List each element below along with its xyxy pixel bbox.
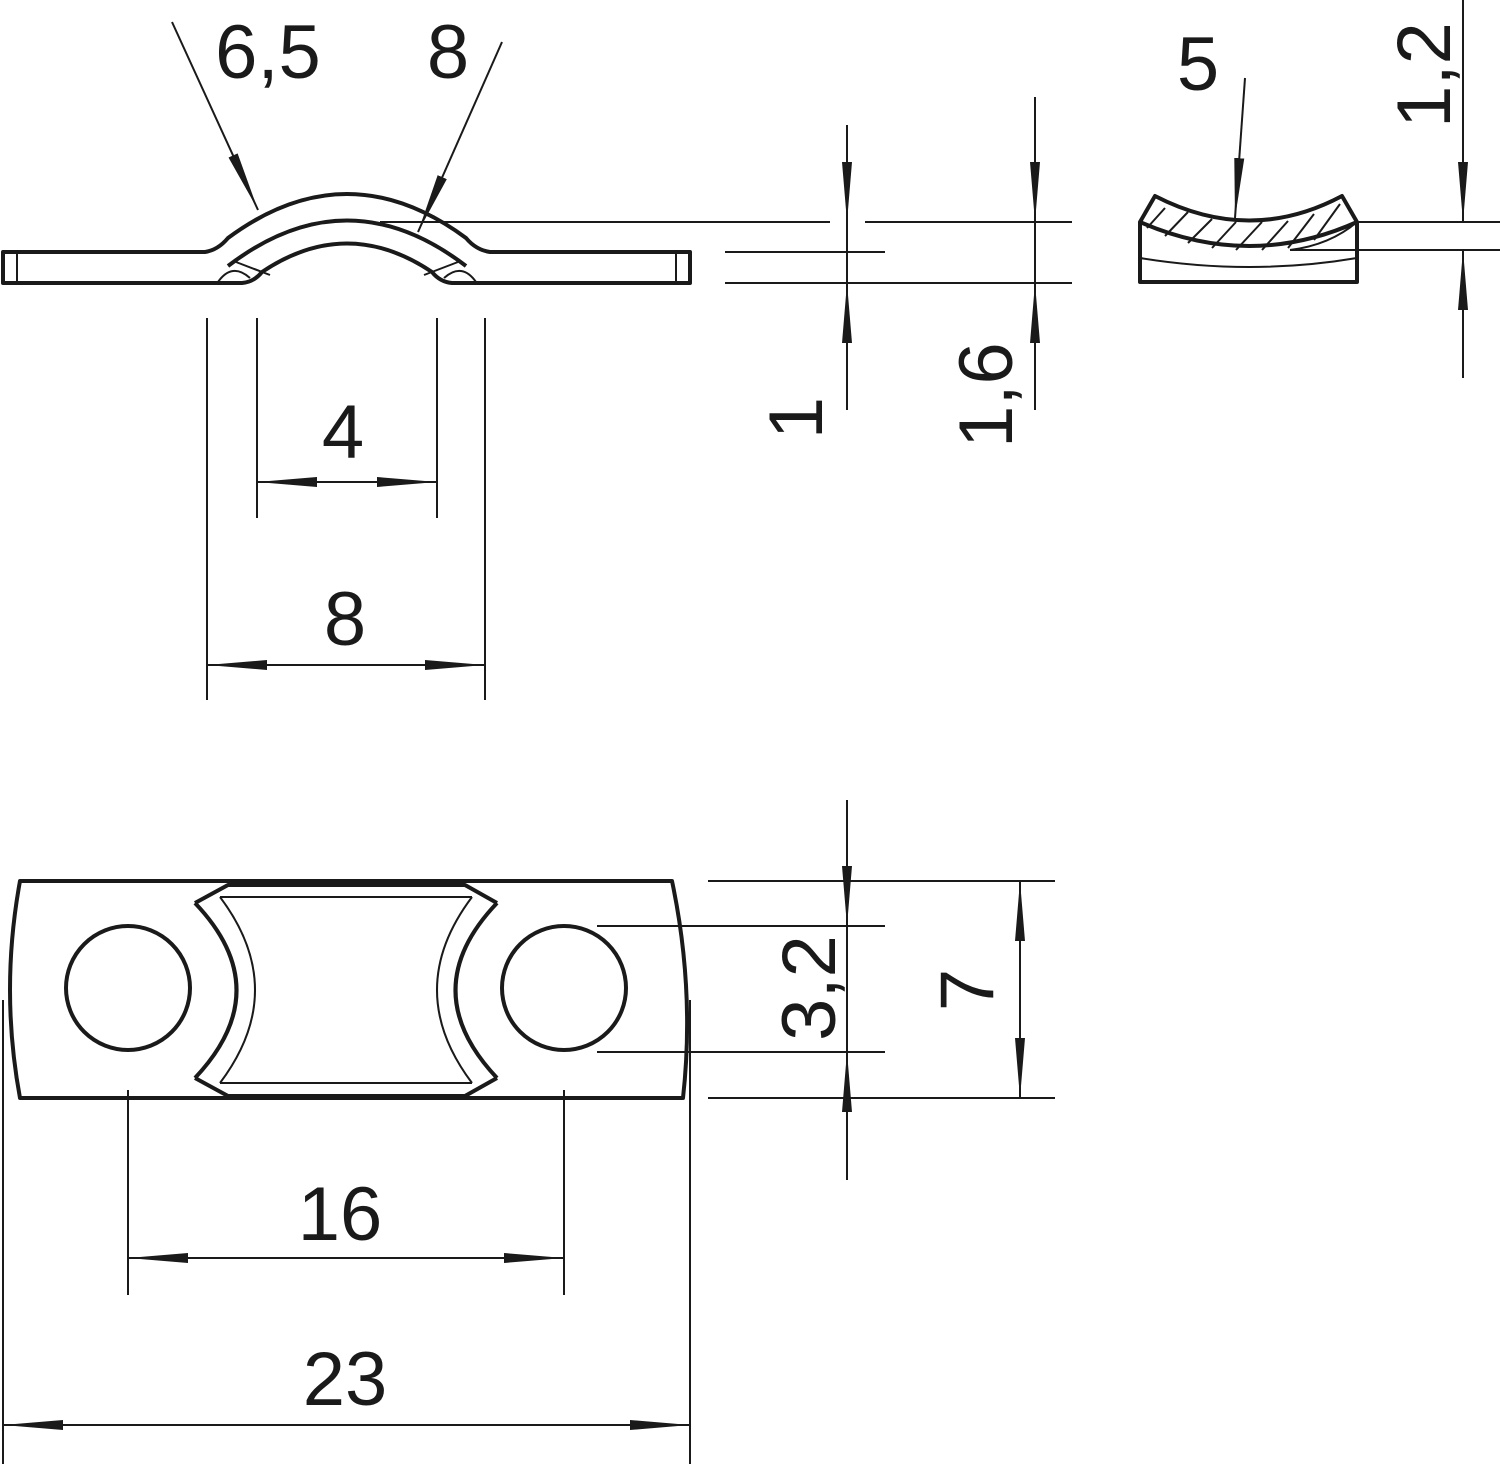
dim-width: 7 [925,969,1010,1011]
hatching [1146,203,1341,251]
dim-inner-radius: 6,5 [215,10,321,95]
dim-section-radius: 5 [1177,22,1219,107]
dim-arch-inner-width: 4 [322,390,364,475]
arch-middle-line [226,218,468,268]
dim-hole-spacing: 16 [298,1172,383,1257]
mounting-hole-left [64,924,192,1052]
dim-length: 23 [303,1337,388,1422]
section-view: 5 1,2 [1138,0,1500,378]
dim-outer-radius: 8 [427,10,469,95]
dim-hole-diameter: 3,2 [767,935,852,1041]
top-view: 3,2 7 16 23 [2,800,1055,1464]
strip-outline [1,192,692,285]
dim-total-height: 1,6 [944,342,1029,448]
side-view: 6,5 8 1 1,6 4 8 [1,10,1072,700]
dim-section-depth: 1,2 [1382,22,1467,128]
mounting-hole-right [500,924,628,1052]
dim-thickness: 1 [754,397,839,439]
dim-arch-outer-width: 8 [324,577,366,662]
plate-outline [8,879,690,1100]
